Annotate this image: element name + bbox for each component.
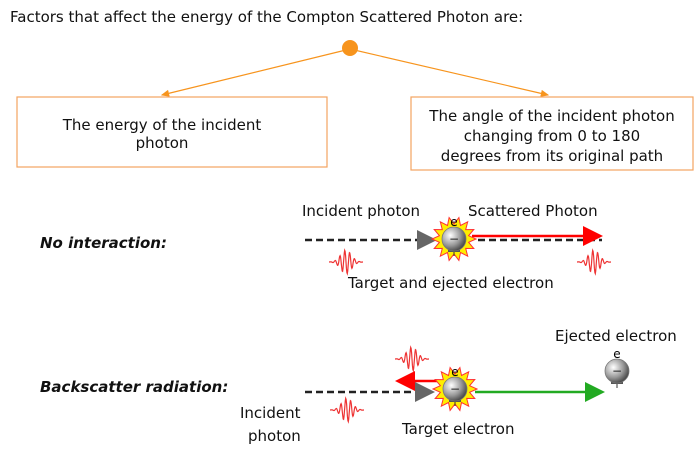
scattered-photon-label: Scattered Photon xyxy=(468,202,598,220)
backscatter-section: Backscatter radiation: Incident photon T… xyxy=(40,327,677,445)
electron-symbol: e xyxy=(450,215,457,229)
factor-text: The angle of the incident photon xyxy=(428,107,674,125)
electron-symbol: e xyxy=(451,365,458,379)
factor-box-energy: The energy of the incident photon xyxy=(16,96,328,168)
target-electron-label: Target electron xyxy=(401,420,514,438)
electron-charge: − xyxy=(449,232,459,246)
electron-icon: e − xyxy=(430,215,478,262)
ejected-electron-label: Ejected electron xyxy=(555,327,677,345)
electron-charge: − xyxy=(450,382,460,396)
incident-label-1: Incident xyxy=(240,404,301,422)
arrow-right-factor xyxy=(349,48,550,97)
photon-wave-icon xyxy=(395,345,429,373)
incident-label-2: photon xyxy=(248,427,301,445)
electron-charge: − xyxy=(612,364,622,378)
factor-text: photon xyxy=(136,134,189,152)
photon-wave-icon xyxy=(329,248,363,276)
factor-text: changing from 0 to 180 xyxy=(464,127,640,145)
ejected-electron-icon: e − xyxy=(604,347,630,388)
photon-wave-icon xyxy=(577,248,611,276)
target-ejected-label: Target and ejected electron xyxy=(347,274,554,292)
no-interaction-section: No interaction: Incident photon Scattere… xyxy=(40,202,611,292)
root-node xyxy=(342,40,358,56)
target-electron-icon: e − xyxy=(431,365,479,412)
arrow-left-factor xyxy=(160,48,351,97)
photon-wave-icon xyxy=(330,396,364,424)
factor-text: degrees from its original path xyxy=(441,147,663,165)
backscatter-label: Backscatter radiation: xyxy=(40,378,228,396)
no-interaction-label: No interaction: xyxy=(40,234,167,252)
factor-box-angle: The angle of the incident photon changin… xyxy=(410,96,694,171)
incident-photon-label: Incident photon xyxy=(302,202,420,220)
page-title: Factors that affect the energy of the Co… xyxy=(10,8,523,26)
factor-text: The energy of the incident xyxy=(62,116,262,134)
electron-symbol: e xyxy=(613,347,620,361)
